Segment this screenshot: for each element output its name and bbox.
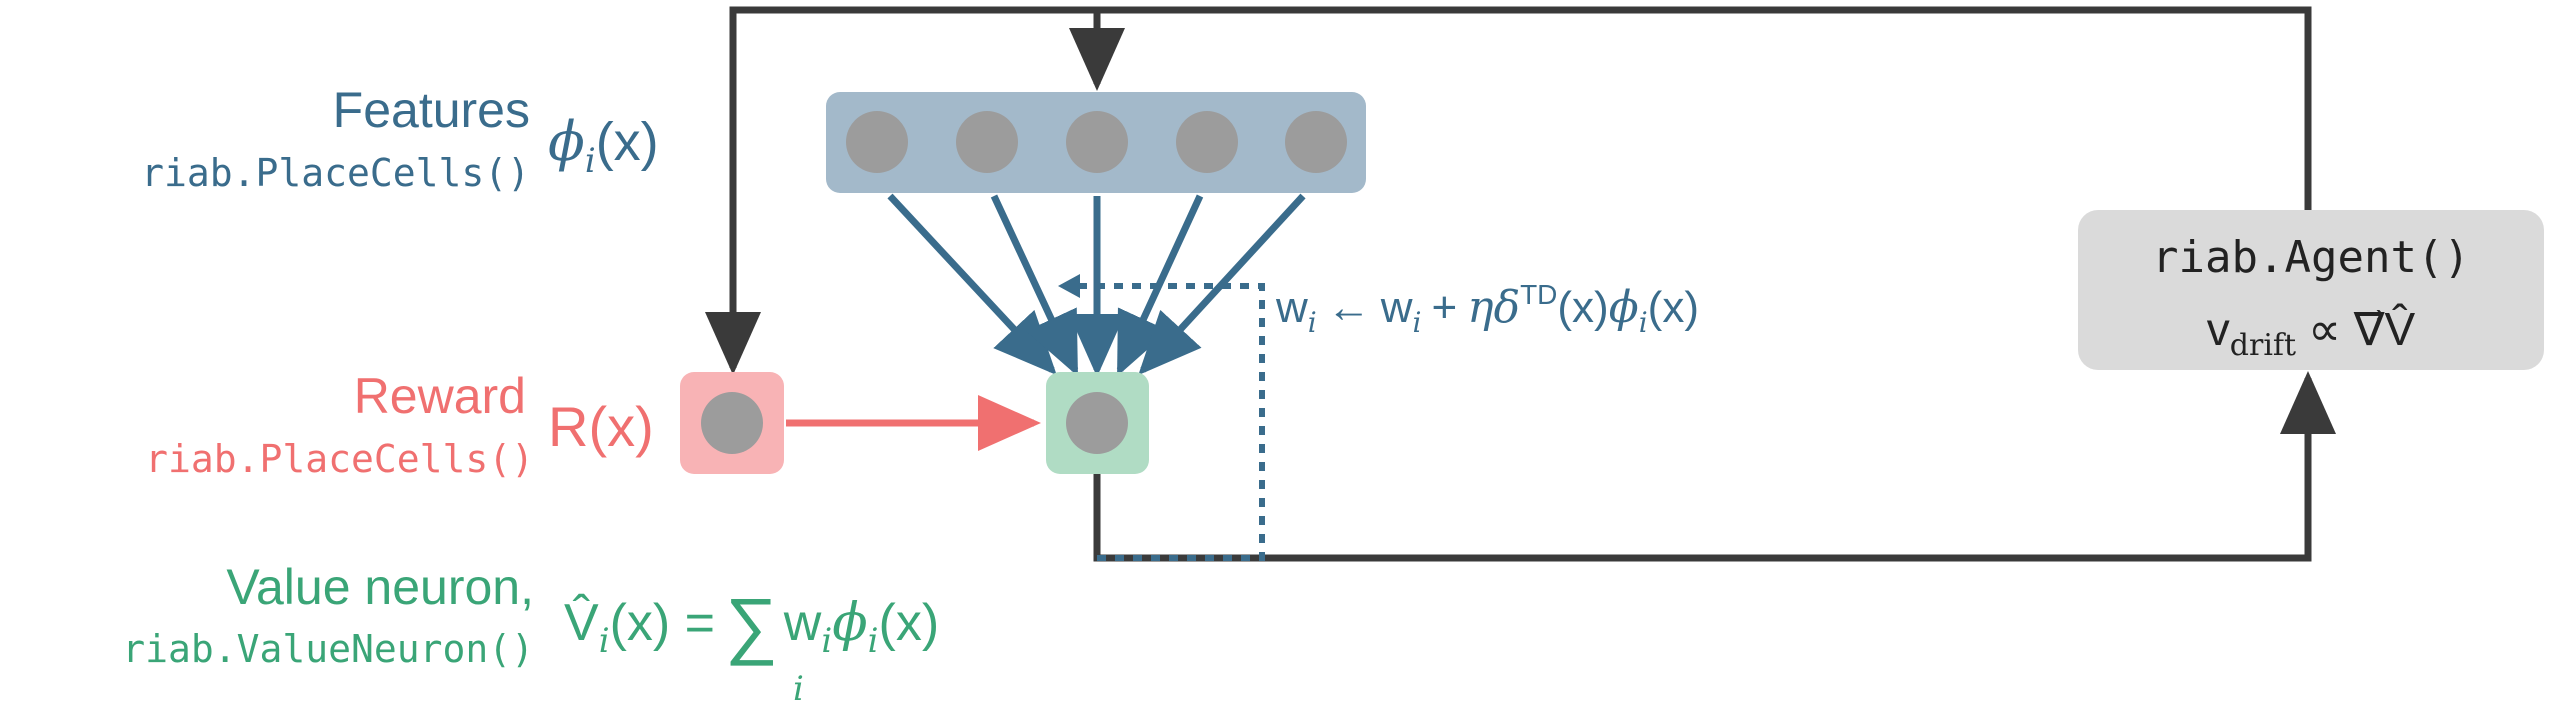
feature-layer (826, 92, 1366, 193)
loop-top-line (733, 6, 2312, 210)
reward-symbol: R(x) (548, 395, 654, 458)
value-sum-index: i (793, 669, 804, 705)
value-neuron-cell (1066, 392, 1128, 454)
td-dotted-arrowhead (1058, 274, 1080, 298)
weight-arrow (990, 194, 1079, 377)
reward-code: riab.PlaceCells() (145, 437, 534, 481)
reward-title: Reward (354, 368, 526, 424)
feature-cell (1066, 111, 1128, 173)
agent-velocity: vdrift∝ ∇⃗V̂ (2207, 303, 2416, 363)
value-neuron-node (1046, 372, 1149, 474)
agent-node (2078, 210, 2544, 370)
agent-feedback-loop (705, 6, 2336, 562)
weight-arrow (1116, 194, 1204, 377)
reward-node (680, 372, 784, 474)
reward-cell (701, 392, 763, 454)
feature-cell (956, 111, 1018, 173)
update-rule: wi←wi+ηδTD(x)ϕi(x) (1275, 279, 1699, 339)
loop-bottom-line (1093, 371, 2336, 562)
feature-cell (1285, 111, 1347, 173)
value-title: Value neuron, (226, 559, 534, 615)
features-symbol: ϕi(x) (548, 110, 659, 181)
features-title: Features (333, 82, 530, 138)
feature-cell (1176, 111, 1238, 173)
features-code: riab.PlaceCells() (141, 151, 530, 195)
agent-box (2078, 210, 2544, 370)
agent-code: riab.Agent() (2152, 232, 2470, 283)
value-equation: V̂i(x) =∑wiϕi(x) (564, 583, 939, 666)
value-code: riab.ValueNeuron() (122, 627, 534, 671)
feature-cell (846, 111, 908, 173)
loop-reward-branch (705, 6, 1097, 375)
weight-arrow (887, 193, 1057, 376)
